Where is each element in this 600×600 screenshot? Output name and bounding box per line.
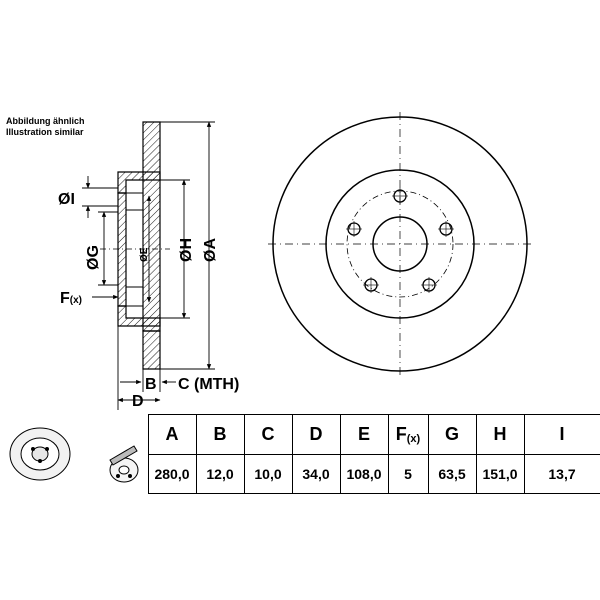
value-H: 151,0	[475, 453, 525, 494]
value-C: 10,0	[243, 453, 293, 494]
header-G: G	[427, 414, 477, 455]
header-A: A	[147, 414, 197, 455]
label-H: ØH	[178, 238, 195, 262]
label-I: ØI	[58, 191, 75, 208]
header-I: I	[523, 414, 600, 455]
dimension-lines	[82, 121, 215, 410]
label-E: ØE	[139, 247, 150, 262]
label-B: B	[145, 376, 157, 393]
disc-front-view	[268, 112, 532, 376]
label-D: D	[132, 393, 144, 410]
value-F: 5	[387, 453, 429, 494]
label-C: C (MTH)	[178, 376, 239, 393]
value-G: 63,5	[427, 453, 477, 494]
label-A: ØA	[202, 238, 219, 262]
header-H: H	[475, 414, 525, 455]
header-F: F(x)	[387, 414, 429, 455]
header-C: C	[243, 414, 293, 455]
spec-header-row: A B C D E F(x) G H I	[0, 414, 600, 494]
value-E: 108,0	[339, 453, 389, 494]
value-A: 280,0	[147, 453, 197, 494]
note-line-en: Illustration similar	[6, 127, 84, 137]
spec-icons-cell	[0, 414, 149, 494]
spec-table: A B C D E F(x) G H I 280,0 12,0 10,0 34,…	[0, 414, 600, 494]
note-illustration: Abbildung ähnlich Illustration similar	[6, 116, 85, 138]
label-G: ØG	[85, 245, 102, 270]
value-I: 13,7	[523, 453, 600, 494]
header-E: E	[339, 414, 389, 455]
note-line-de: Abbildung ähnlich	[6, 116, 85, 126]
header-B: B	[195, 414, 245, 455]
header-D: D	[291, 414, 341, 455]
value-D: 34,0	[291, 453, 341, 494]
value-B: 12,0	[195, 453, 245, 494]
label-F: F(x)	[60, 290, 82, 307]
spec-value-row: 280,0 12,0 10,0 34,0 108,0 5 63,5 151,0 …	[0, 453, 600, 494]
disc-section-view	[100, 121, 170, 370]
